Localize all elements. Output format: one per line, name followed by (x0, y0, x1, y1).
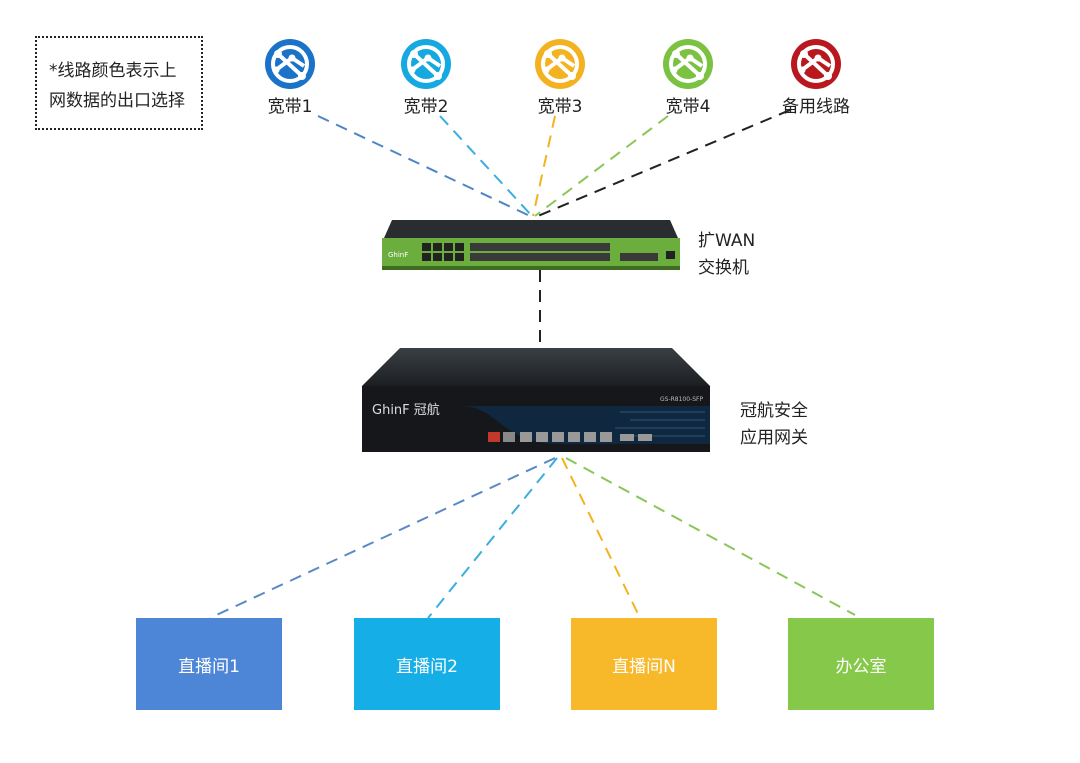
note-line-1: *线路颜色表示上 (49, 61, 177, 81)
legend-note: *线路颜色表示上 网数据的出口选择 (35, 36, 203, 130)
isp-node-2 (398, 36, 454, 96)
room-box-4: 办公室 (788, 618, 934, 710)
isp-label-4: 宽带4 (665, 97, 711, 117)
svg-text:GhinF: GhinF (388, 251, 408, 259)
gateway-brand: GhinF 冠航 (372, 402, 440, 418)
wan-switch-device: GhinF (382, 220, 680, 270)
gateway-label: 冠航安全 应用网关 (740, 401, 808, 448)
globe-network-icon (535, 39, 585, 89)
room-box-1: 直播间1 (136, 618, 282, 710)
room-box-3: 直播间N (571, 618, 717, 710)
isp-node-5 (788, 36, 844, 96)
room-label: 直播间2 (396, 656, 458, 677)
isp-label-5: 备用线路 (782, 97, 850, 117)
isp-label-1: 宽带1 (267, 97, 313, 117)
link-room2 (427, 457, 558, 619)
isp-node-4 (660, 36, 716, 96)
globe-network-icon (401, 39, 451, 89)
gateway-model: GS-R8100-SFP (660, 396, 703, 403)
room-label: 直播间N (612, 656, 676, 677)
security-gateway-device: GhinF 冠航 GS-R8100-SFP (362, 348, 710, 452)
globe-network-icon (265, 39, 315, 89)
link-room3 (561, 457, 641, 619)
isp-label-3: 宽带3 (537, 97, 583, 117)
link-isp4 (534, 115, 669, 217)
globe-network-icon (791, 39, 841, 89)
isp-node-1 (262, 36, 318, 96)
link-room1 (209, 457, 556, 619)
link-isp1 (317, 115, 531, 217)
link-isp2 (439, 115, 533, 217)
room-label: 直播间1 (178, 656, 240, 677)
note-line-2: 网数据的出口选择 (49, 91, 185, 111)
link-backup (537, 109, 791, 217)
switch-label: 扩WAN 交换机 (698, 231, 756, 278)
isp-label-2: 宽带2 (403, 97, 449, 117)
link-isp3 (532, 115, 556, 217)
room-box-2: 直播间2 (354, 618, 500, 710)
room-label: 办公室 (835, 656, 887, 677)
isp-node-3 (532, 36, 588, 96)
link-room4 (565, 457, 856, 616)
globe-network-icon (663, 39, 713, 89)
